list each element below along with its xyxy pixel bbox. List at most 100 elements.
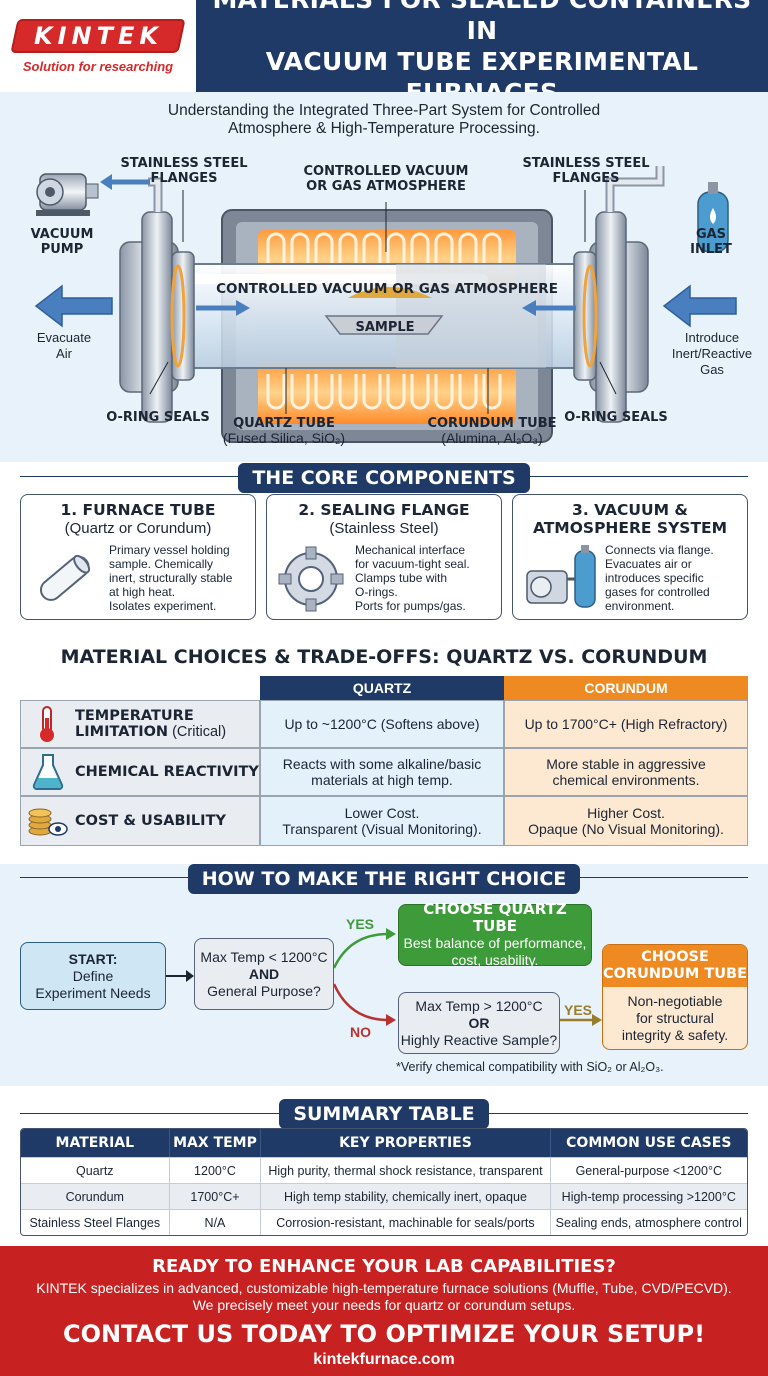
card-title: 3. VACUUM &ATMOSPHERE SYSTEM [532,501,728,537]
table-cell: Corundum [65,1189,124,1204]
table-cell: High-temp processing >1200°C [549,1184,747,1209]
table-row: Stainless Steel Flanges N/A Corrosion-re… [21,1209,747,1235]
subtitle-line-2: Atmosphere & High-Temperature Processing… [228,120,540,137]
summary-heading: SUMMARY TABLE [0,1099,768,1129]
table-cell: Corrosion-resistant, machinable for seal… [260,1210,549,1235]
materials-heading: MATERIAL CHOICES & TRADE-OFFS: QUARTZ VS… [60,646,708,668]
label-tube-atmosphere: CONTROLLED VACUUM OR GAS ATMOSPHERE [216,281,558,297]
footer-headline: READY TO ENHANCE YOUR LAB CAPABILITIES? [152,1256,616,1277]
table-header-cell: MATERIAL [55,1135,135,1151]
table-cell: High purity, thermal shock resistance, t… [260,1158,549,1183]
logo-text: KINTEK [33,21,163,50]
thermometer-icon [40,706,54,742]
page-title: MATERIALS FOR SEALED CONTAINERS IN VACUU… [196,0,768,107]
footer-cta: READY TO ENHANCE YOUR LAB CAPABILITIES? … [0,1246,768,1376]
coins-eye-icon [28,808,68,836]
cell-quartz-cost: Lower Cost.Transparent (Visual Monitorin… [260,796,504,846]
table-header-cell: KEY PROPERTIES [260,1129,549,1157]
card-subtitle: (Stainless Steel) [329,520,439,537]
header: KINTEK Solution for researching MATERIAL… [0,0,768,107]
flow-start-box: START: Define Experiment Needs [20,942,166,1010]
choice-heading-label: HOW TO MAKE THE RIGHT CHOICE [187,864,581,894]
leader-lines [149,190,617,414]
table-cell: N/A [168,1210,261,1235]
table-header-row: MATERIAL MAX TEMP KEY PROPERTIES COMMON … [21,1129,747,1157]
table-cell: Stainless Steel Flanges [29,1215,161,1230]
right-flange [573,166,665,423]
subtitle-line-1: Understanding the Integrated Three-Part … [167,102,601,119]
flange-icon [278,546,344,612]
card-subtitle: (Quartz or Corundum) [64,520,212,537]
title-line-1: MATERIALS FOR SEALED CONTAINERS IN [213,0,752,45]
logo[interactable]: KINTEK Solution for researching [0,0,196,92]
table-header-cell: MAX TEMP [168,1129,261,1157]
label-sample: SAMPLE [355,320,415,335]
pump-arrow-icon [100,174,150,190]
card-sealing-flange: 2. SEALING FLANGE (Stainless Steel) Mech… [266,494,502,620]
label-quartz-tube: QUARTZ TUBE (Fused Silica, SiO₂) [222,416,346,446]
gas-cylinder-icon [697,182,729,253]
core-heading: THE CORE COMPONENTS [0,463,768,493]
table-cell: 1700°C+ [168,1184,261,1209]
o-ring-icon [170,264,598,368]
column-header-corundum: CORUNDUM [504,676,748,700]
table-cell: Quartz [76,1163,114,1178]
logo-tagline: Solution for researching [22,58,174,74]
row-label-cost: COST & USABILITY [20,796,260,846]
flow-question-2: Max Temp > 1200°C OR Highly Reactive Sam… [398,992,560,1054]
card-vacuum-system: 3. VACUUM &ATMOSPHERE SYSTEM Connects vi… [512,494,748,620]
card-title: 1. FURNACE TUBE [60,501,216,519]
flow-yes-label-1: YES [346,916,375,932]
flask-icon [32,754,64,790]
table-cell: High temp stability, chemically inert, o… [260,1184,549,1209]
website-link[interactable]: kintekfurnace.com [313,1351,455,1368]
inner-flow-arrows [196,300,576,316]
furnace-illustration [34,166,737,443]
table-row: Corundum 1700°C+ High temp stability, ch… [21,1183,747,1209]
table-header-cell: COMMON USE CASES [549,1129,747,1157]
label-oring-left: O-RING SEALS [106,410,210,425]
tube-icon [39,554,91,601]
furnace-diagram-section: Understanding the Integrated Three-Part … [0,92,768,462]
contact-cta[interactable]: CONTACT US TODAY TO OPTIMIZE YOUR SETUP! [62,1320,706,1348]
summary-heading-label: SUMMARY TABLE [279,1099,489,1129]
diagram-subtitle: Understanding the Integrated Three-Part … [120,102,648,138]
flow-no-label: NO [350,1024,371,1040]
logo-badge: KINTEK [10,18,186,53]
vacuum-pump-icon [36,173,99,216]
card-title: 2. SEALING FLANGE [298,501,470,519]
table-cell: Sealing ends, atmosphere control [549,1210,747,1235]
flow-question-1: Max Temp < 1200°C AND General Purpose? [194,938,334,1010]
table-cell: General-purpose <1200°C [549,1158,747,1183]
choice-heading: HOW TO MAKE THE RIGHT CHOICE [0,864,768,894]
flow-note: *Verify chemical compatibility with SiO₂… [396,1060,664,1074]
cell-quartz-temperature: Up to ~1200°C (Softens above) [260,700,504,748]
summary-table: MATERIAL MAX TEMP KEY PROPERTIES COMMON … [20,1128,748,1236]
introduce-gas-arrow-icon [662,284,737,328]
card-furnace-tube: 1. FURNACE TUBE (Quartz or Corundum) Pri… [20,494,256,620]
footer-description: KINTEK specializes in advanced, customiz… [36,1280,732,1313]
choose-quartz-box: CHOOSE QUARTZ TUBE Best balance of perfo… [398,901,592,968]
table-row: Quartz 1200°C High purity, thermal shock… [21,1157,747,1183]
label-corundum-tube: CORUNDUM TUBE (Alumina, Al₂O₃) [427,416,557,446]
pump-cylinder-icon [526,545,596,608]
cell-corundum-temperature: Up to 1700°C+ (High Refractory) [504,700,748,748]
flow-yes-label-2: YES [564,1002,593,1018]
cell-corundum-cost: Higher Cost.Opaque (No Visual Monitoring… [504,796,748,846]
table-cell: 1200°C [168,1158,261,1183]
core-heading-label: THE CORE COMPONENTS [238,463,530,493]
